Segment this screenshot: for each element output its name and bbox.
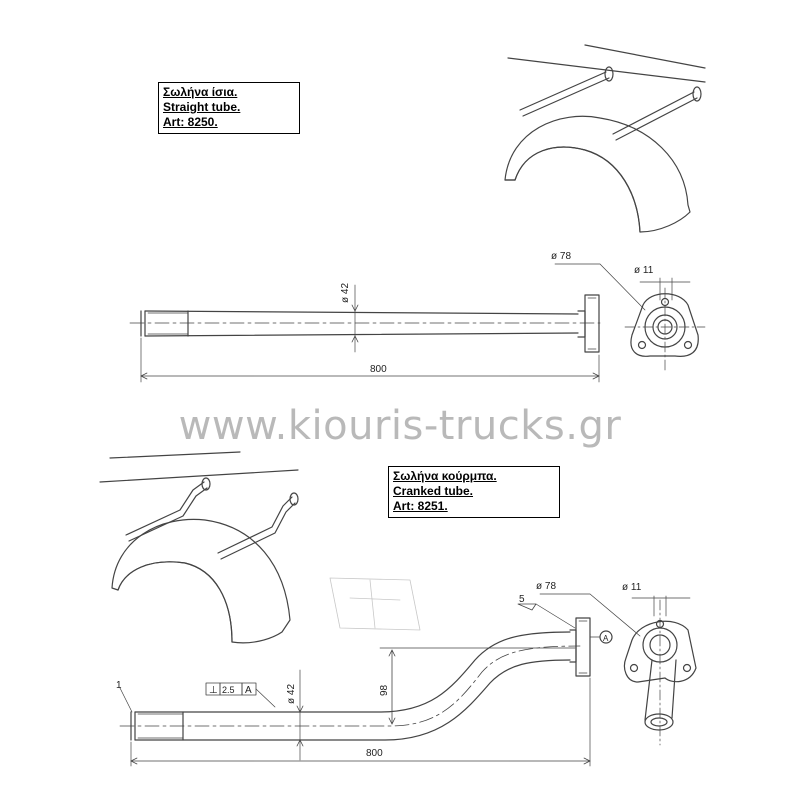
straight-tube-name-greek: Σωλήνα ίσια. xyxy=(163,85,238,99)
cranked-dim-hole: ø 11 xyxy=(622,582,642,593)
straight-tube-article: Art: 8250. xyxy=(163,115,218,129)
straight-tube-flange-view xyxy=(554,263,706,371)
cranked-tube-fender-illustration xyxy=(99,451,299,644)
weld-size: 5 xyxy=(519,594,525,605)
tolerance-symbol: ⊥ xyxy=(209,685,218,696)
item-number: 1 xyxy=(116,680,122,691)
cranked-tube-name-english: Cranked tube. xyxy=(393,484,474,498)
straight-tube-fender-illustration xyxy=(504,44,706,233)
background-sketch xyxy=(329,577,421,631)
cranked-tube-drawing xyxy=(119,603,613,767)
cranked-dim-offset: 98 xyxy=(379,684,390,696)
straight-dim-flange: ø 78 xyxy=(551,251,571,262)
cranked-dim-flange: ø 78 xyxy=(536,581,556,592)
cranked-tube-label: Σωλήνα κούρμπα. Cranked tube. Art: 8251. xyxy=(388,466,560,518)
straight-dim-diameter: ø 42 xyxy=(340,283,351,303)
tolerance-value: 2.5 xyxy=(222,685,235,695)
datum-mark: A xyxy=(603,634,609,643)
watermark: www.kiouris-trucks.gr xyxy=(178,403,622,449)
tolerance-datum: A xyxy=(245,685,252,696)
cranked-tube-name-greek: Σωλήνα κούρμπα. xyxy=(393,469,497,483)
cranked-dim-diameter: ø 42 xyxy=(286,684,297,704)
straight-tube-name-english: Straight tube. xyxy=(163,100,241,114)
straight-tube-label: Σωλήνα ίσια. Straight tube. Art: 8250. xyxy=(158,82,300,134)
straight-dim-hole: ø 11 xyxy=(634,265,654,276)
straight-tube-drawing xyxy=(129,284,601,383)
cranked-dim-length: 800 xyxy=(366,748,383,759)
cranked-tube-article: Art: 8251. xyxy=(393,499,448,513)
straight-dim-length: 800 xyxy=(370,364,387,375)
cranked-tube-flange-view xyxy=(539,593,697,746)
